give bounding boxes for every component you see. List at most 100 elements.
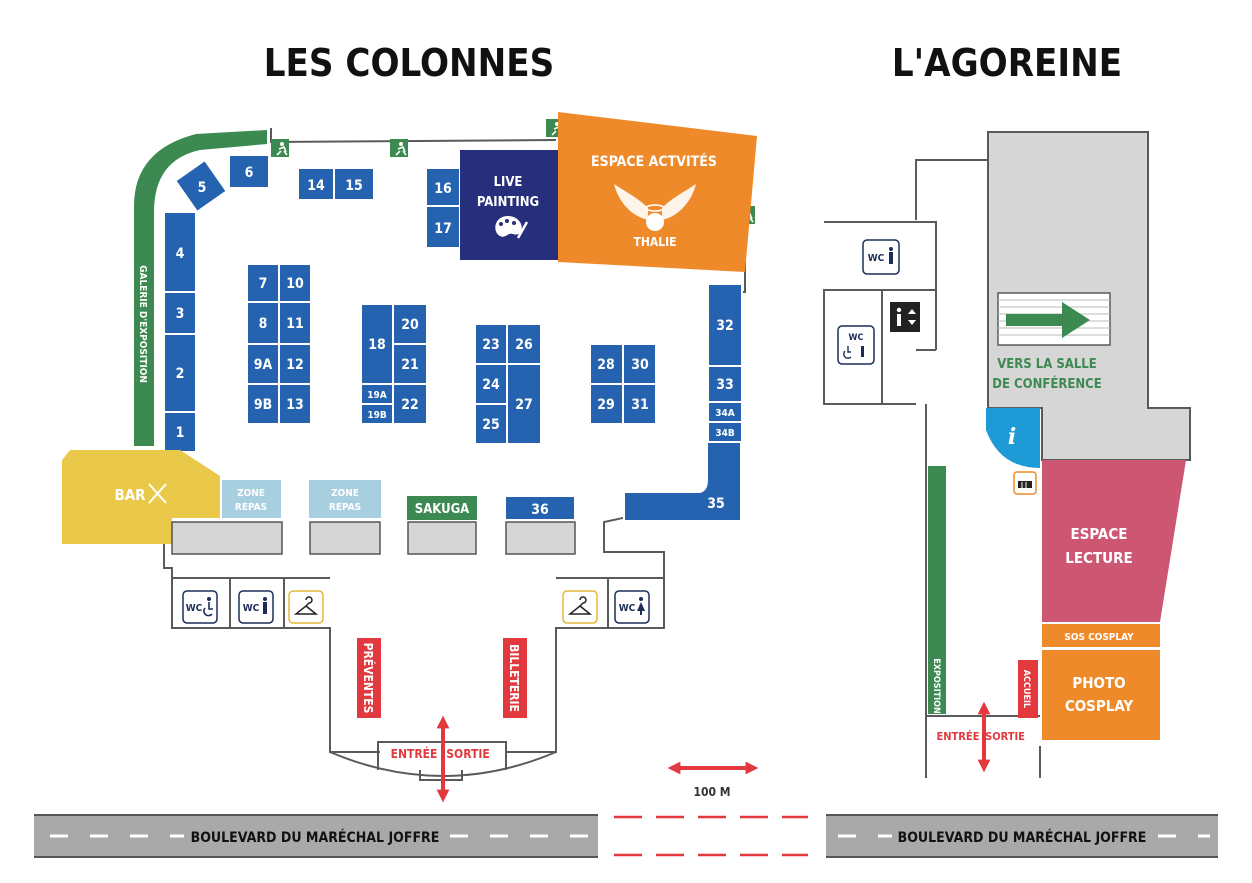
- stand-15[interactable]: [333, 167, 375, 201]
- bar-area[interactable]: [62, 450, 220, 544]
- info-desk[interactable]: [986, 408, 1040, 468]
- stand-2[interactable]: [163, 333, 197, 413]
- title-les-colonnes: LES COLONNES: [264, 41, 555, 85]
- sortie-label: SORTIE: [446, 747, 489, 761]
- bar-label: BAR: [114, 486, 146, 504]
- stand-6[interactable]: [228, 154, 270, 189]
- stand-17[interactable]: [425, 205, 461, 249]
- stand-10[interactable]: [278, 263, 312, 303]
- stand-label: 16: [434, 181, 452, 197]
- road-name-right: BOULEVARD DU MARÉCHAL JOFFRE: [898, 829, 1147, 846]
- wc-women-icon: WC: [614, 590, 650, 624]
- stand-label: 25: [482, 417, 500, 433]
- billeterie-label: BILLETERIE: [507, 644, 521, 712]
- stand-label: 23: [482, 337, 500, 353]
- stand-label: 30: [631, 357, 649, 373]
- sos-cosplay[interactable]: [1042, 624, 1160, 647]
- espace-activites[interactable]: [558, 112, 757, 272]
- scale-label: 100 M: [693, 785, 730, 799]
- stand-label: 29: [597, 397, 615, 413]
- stand-22[interactable]: [392, 383, 428, 425]
- stand-9b[interactable]: [246, 383, 280, 425]
- road-name-left: BOULEVARD DU MARÉCHAL JOFFRE: [191, 829, 440, 846]
- espace-lecture-label: ESPACE: [1070, 525, 1127, 543]
- live-painting-area[interactable]: [460, 150, 558, 260]
- palette-icon: [495, 216, 529, 239]
- cloakroom-hanger-icon: [562, 590, 598, 624]
- wc-accessible-icon: WC: [837, 325, 875, 365]
- stand-36[interactable]: [504, 495, 576, 521]
- stand-3[interactable]: [163, 291, 197, 335]
- stand-label: 11: [286, 316, 304, 332]
- espace-lecture[interactable]: [1042, 460, 1186, 622]
- stand-31[interactable]: [622, 383, 657, 425]
- stand-label: 15: [345, 178, 363, 194]
- stand-label: 17: [434, 221, 452, 237]
- wc-men-icon: WC: [862, 239, 900, 275]
- wc-men-icon: WC: [238, 590, 274, 624]
- piano-icon: [1013, 471, 1037, 495]
- live-painting-label: PAINTING: [477, 195, 539, 210]
- billeterie-booth[interactable]: [503, 638, 527, 718]
- sakuga-stand[interactable]: [407, 496, 477, 520]
- stand-label: 4: [176, 246, 185, 262]
- preventes-booth[interactable]: [357, 638, 381, 718]
- emergency-exit-icon: [271, 139, 289, 157]
- sortie-label: SORTIE: [985, 730, 1025, 743]
- stand-35[interactable]: [623, 441, 742, 522]
- stand-label: 36: [531, 502, 549, 518]
- stand-label: 32: [716, 318, 734, 334]
- stand-5[interactable]: [173, 158, 229, 214]
- title-agoreine: L'AGOREINE: [892, 41, 1122, 85]
- stand-13[interactable]: [278, 383, 312, 425]
- svg-text:WC: WC: [868, 253, 885, 264]
- stand-1[interactable]: [163, 411, 197, 453]
- preventes-label: PRÉVENTES: [361, 643, 376, 714]
- stand-label: 5: [198, 180, 207, 196]
- stand-4[interactable]: [163, 211, 197, 293]
- stand-16[interactable]: [425, 167, 461, 207]
- zone-repas-1[interactable]: [222, 480, 281, 518]
- stand-21[interactable]: [392, 343, 428, 385]
- accueil-desk[interactable]: [1018, 660, 1038, 718]
- photo-cosplay[interactable]: [1042, 650, 1160, 740]
- stand-label: 1: [176, 425, 185, 441]
- svg-text:WC: WC: [619, 603, 636, 614]
- counter: [309, 521, 381, 555]
- thalie-logo-icon: [614, 184, 696, 231]
- stand-label: 12: [286, 357, 304, 373]
- thalie-label: THALIE: [633, 235, 676, 249]
- photo-cosplay-label: PHOTO: [1072, 674, 1125, 692]
- stand-28[interactable]: [589, 343, 624, 385]
- vers-salle-label: VERS LA SALLE: [997, 357, 1097, 372]
- emergency-exit-icon: [390, 139, 408, 157]
- stand-label: 34A: [715, 408, 735, 419]
- accueil-label: ACCUEIL: [1021, 670, 1031, 708]
- stand-label: 34B: [715, 428, 735, 439]
- stand-label: 31: [631, 397, 649, 413]
- stand-27[interactable]: [506, 363, 542, 445]
- exposition-label: EXPOSITION: [931, 658, 941, 714]
- counter: [171, 521, 283, 555]
- zone-repas-label: ZONE: [237, 488, 265, 499]
- zone-repas-2[interactable]: [309, 480, 381, 518]
- stand-label: 22: [401, 397, 419, 413]
- stand-33[interactable]: [707, 365, 743, 403]
- svg-text:WC: WC: [243, 603, 260, 614]
- sakuga-label: SAKUGA: [415, 502, 469, 517]
- entree-label: ENTRÉE: [391, 746, 438, 761]
- live-painting-label: LIVE: [494, 175, 523, 190]
- stand-label: 19B: [367, 410, 387, 421]
- stand-label: 9A: [254, 357, 273, 373]
- stand-label: 27: [515, 397, 533, 413]
- galerie-label: GALERIE D'EXPOSITION: [137, 265, 148, 383]
- stand-label: 28: [597, 357, 615, 373]
- agoreine-walls: [823, 159, 1191, 778]
- stand-label: 6: [245, 165, 254, 181]
- stand-label: 14: [307, 178, 325, 194]
- stand-label: 13: [286, 397, 304, 413]
- stand-label: 7: [259, 276, 268, 292]
- stand-32[interactable]: [707, 283, 743, 367]
- stand-label: 19A: [367, 390, 387, 401]
